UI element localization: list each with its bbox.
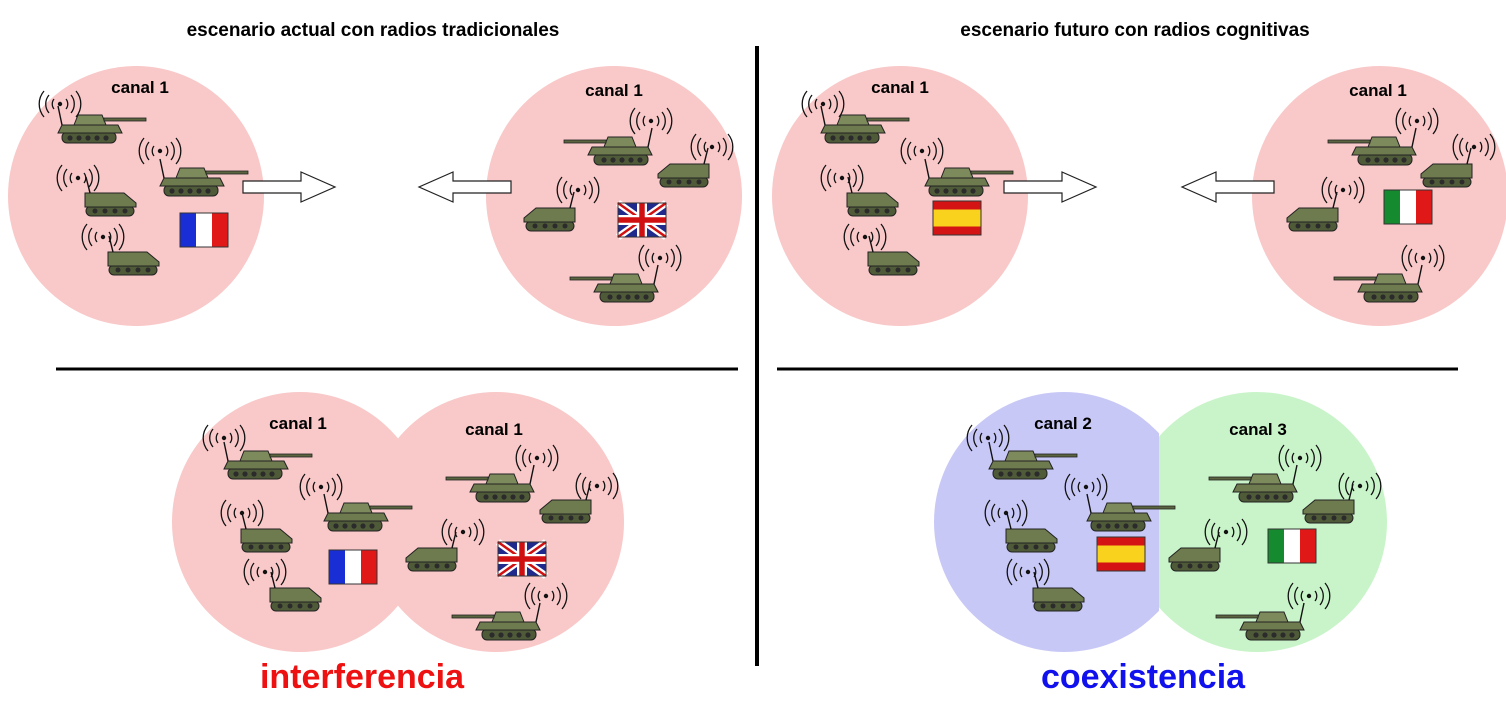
channel-label: canal 1 [269, 414, 327, 433]
channel-label: canal 1 [1349, 81, 1407, 100]
heading-current: escenario actual con radios tradicionale… [187, 20, 560, 41]
zone-uk-bottom [368, 392, 624, 652]
channel-label: canal 1 [465, 420, 523, 439]
result-interference: interferencia [260, 658, 465, 696]
channel-label: canal 1 [871, 78, 929, 97]
channel-label: canal 2 [1034, 414, 1092, 433]
spain-flag [1096, 536, 1146, 572]
uk-flag [498, 542, 546, 576]
france-flag [328, 549, 378, 585]
italy-flag [1267, 528, 1317, 564]
channel-label: canal 1 [585, 81, 643, 100]
heading-future: escenario futuro con radios cognitivas [960, 20, 1309, 41]
zone-italy-top [1252, 66, 1506, 326]
channel-label: canal 1 [111, 78, 169, 97]
zone-france-bottom [172, 392, 428, 652]
italy-flag [1383, 189, 1433, 225]
channel-label: canal 3 [1229, 420, 1287, 439]
uk-flag [618, 203, 666, 237]
zone-channel-3 [1159, 392, 1387, 652]
zone-spain-top [772, 66, 1028, 326]
result-coexistence: coexistencia [1041, 658, 1246, 696]
zone-channel-2 [934, 392, 1159, 652]
france-flag [179, 212, 229, 248]
spain-flag [932, 200, 982, 236]
zone-uk-top [486, 66, 742, 326]
